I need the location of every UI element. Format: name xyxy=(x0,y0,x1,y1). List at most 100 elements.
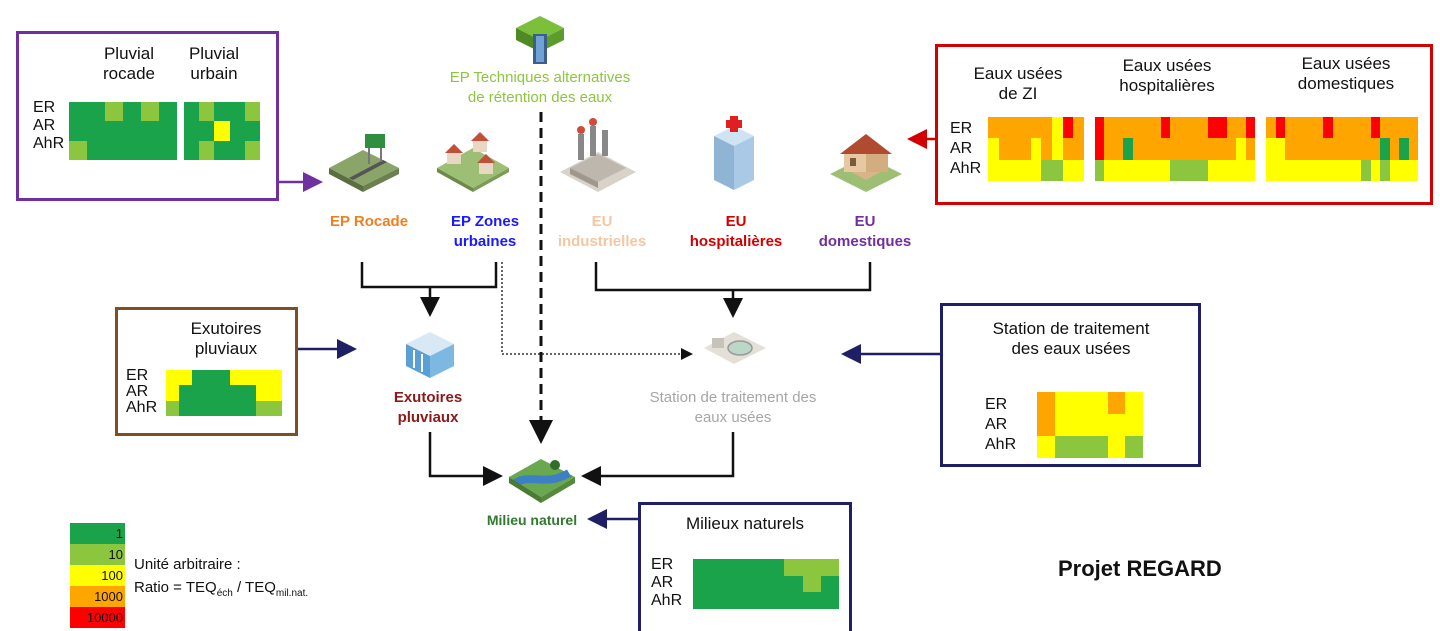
heatmap-cell xyxy=(998,138,1010,160)
heatmap-cell xyxy=(1370,117,1380,139)
heatmap-cell xyxy=(229,102,245,122)
row-label-er: ER xyxy=(950,120,973,137)
heatmap-cell xyxy=(1408,159,1418,181)
pluvial-box: Pluvial rocade Pluvial urbain ER AR AhR xyxy=(16,31,279,201)
heatmap-cell xyxy=(1125,392,1143,414)
heatmap-cell xyxy=(269,385,282,401)
row-label-ahr: AhR xyxy=(126,399,158,416)
heatmap-cell xyxy=(1041,117,1052,139)
heatmap-cell xyxy=(1313,159,1323,181)
heatmap-cell xyxy=(69,121,87,141)
heatmap-cell xyxy=(1389,117,1399,139)
heatmap-cell xyxy=(1179,159,1190,181)
heatmap-cell xyxy=(1323,159,1333,181)
heatmap-cell xyxy=(784,575,803,593)
heatmap-cell xyxy=(1113,117,1124,139)
heatmap-cell xyxy=(230,385,244,401)
heatmap-cell xyxy=(1389,138,1399,160)
ratio-prefix: Ratio = TEQ xyxy=(134,579,217,596)
heatmap-cell xyxy=(1408,117,1418,139)
eaux-zi-header: Eaux usées de ZI xyxy=(973,64,1063,104)
heatmap-cell xyxy=(1226,138,1237,160)
eaux-dom-header: Eaux usées domestiques xyxy=(1297,54,1395,94)
heatmap-cell xyxy=(1170,138,1180,160)
heatmap-cell xyxy=(217,370,231,386)
heatmap-cell xyxy=(269,400,282,416)
treatment-plant-icon xyxy=(704,332,766,364)
heatmap-cell xyxy=(1104,138,1114,160)
heatmap-milieux xyxy=(693,559,839,609)
heatmap-cell xyxy=(229,121,245,141)
heatmap-cell xyxy=(1107,414,1126,436)
heatmap-cell xyxy=(1052,117,1063,139)
heatmap-cell xyxy=(1020,138,1031,160)
heatmap-cell xyxy=(766,559,785,576)
heatmap-cell xyxy=(1125,414,1143,436)
heatmap-cell xyxy=(1132,138,1143,160)
heatmap-cell xyxy=(998,117,1010,139)
heatmap-cell xyxy=(1041,159,1052,181)
heatmap-cell xyxy=(1207,159,1218,181)
heatmap-cell xyxy=(191,400,205,416)
heatmap-cell xyxy=(1009,138,1020,160)
station-box: Station de traitement des eaux usées ER … xyxy=(940,303,1201,467)
factory-icon xyxy=(560,118,636,192)
pluvial-rocade-header: Pluvial rocade xyxy=(103,44,155,84)
heatmap-cell xyxy=(1207,138,1218,160)
heatmap-cell xyxy=(1304,138,1314,160)
heatmap-cell xyxy=(1380,159,1390,181)
heatmap-cell xyxy=(1062,117,1074,139)
heatmap-cell xyxy=(820,592,839,609)
houses-icon xyxy=(437,132,509,192)
heatmap-cell xyxy=(1275,159,1285,181)
heatmap-cell xyxy=(1198,117,1208,139)
heatmap-cell xyxy=(784,559,803,576)
heatmap-cell xyxy=(184,102,200,122)
exutoires-box-title: Exutoires pluviaux xyxy=(190,319,262,359)
milieux-box-title: Milieux naturels xyxy=(685,514,805,533)
heatmap-cell xyxy=(784,592,803,609)
node-eu-hospitalieres: EU hospitalières xyxy=(689,213,783,250)
heatmap-cell xyxy=(1030,159,1042,181)
heatmap-pluvial-rocade xyxy=(69,102,177,160)
node-milieu: Milieu naturel xyxy=(486,512,578,528)
heatmap-cell xyxy=(1236,138,1246,160)
heatmap-cell xyxy=(1351,138,1361,160)
heatmap-cell xyxy=(1236,159,1246,181)
heatmap-cell xyxy=(1198,138,1208,160)
row-label-er: ER xyxy=(33,99,56,116)
heatmap-cell xyxy=(141,102,159,122)
heatmap-cell xyxy=(214,140,230,160)
row-label-er: ER xyxy=(651,556,674,573)
heatmap-cell xyxy=(87,102,105,122)
heatmap-cell xyxy=(1030,138,1042,160)
heatmap-cell xyxy=(1399,159,1409,181)
row-label-ar: AR xyxy=(651,574,674,591)
heatmap-cell xyxy=(159,121,177,141)
heatmap-cell xyxy=(178,385,192,401)
heatmap-cell xyxy=(217,400,231,416)
heatmap-cell xyxy=(1151,159,1161,181)
heatmap-cell xyxy=(1054,436,1073,458)
river-icon xyxy=(509,459,575,503)
heatmap-cell xyxy=(1370,138,1380,160)
heatmap-cell xyxy=(166,370,179,386)
connector-station-to-milieu xyxy=(581,432,735,486)
heatmap-cell xyxy=(1361,138,1371,160)
heatmap-cell xyxy=(1054,414,1073,436)
heatmap-cell xyxy=(1160,138,1171,160)
heatmap-cell xyxy=(1226,159,1237,181)
heatmap-cell xyxy=(1052,138,1063,160)
heatmap-cell xyxy=(244,102,260,122)
heatmap-cell xyxy=(269,370,282,386)
heatmap-cell xyxy=(1294,138,1304,160)
heatmap-cell xyxy=(244,140,260,160)
heatmap-cell xyxy=(1170,117,1180,139)
heatmap-cell xyxy=(1009,117,1020,139)
heatmap-cell xyxy=(1095,159,1105,181)
row-label-er: ER xyxy=(126,367,149,384)
heatmap-exutoires xyxy=(166,370,282,416)
heatmap-cell xyxy=(191,370,205,386)
heatmap-cell xyxy=(1072,436,1090,458)
heatmap-cell xyxy=(1313,117,1323,139)
